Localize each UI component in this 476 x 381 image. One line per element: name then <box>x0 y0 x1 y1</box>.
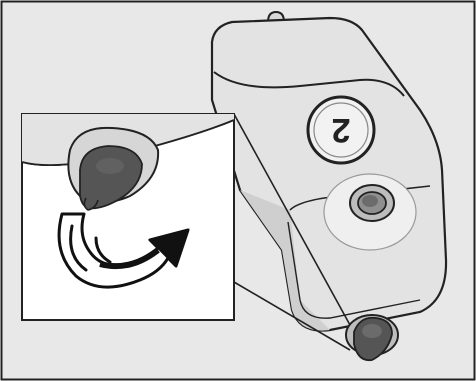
callout-lines <box>233 113 351 351</box>
container-valve <box>349 184 395 222</box>
water-container <box>210 10 448 332</box>
container-number-badge: 2 <box>306 95 376 165</box>
bottom-cap <box>345 314 399 362</box>
badge-number: 2 <box>332 111 351 149</box>
rotate-arrow-icon <box>57 212 190 289</box>
enlarged-cap <box>67 126 160 211</box>
detail-inset <box>21 113 235 321</box>
